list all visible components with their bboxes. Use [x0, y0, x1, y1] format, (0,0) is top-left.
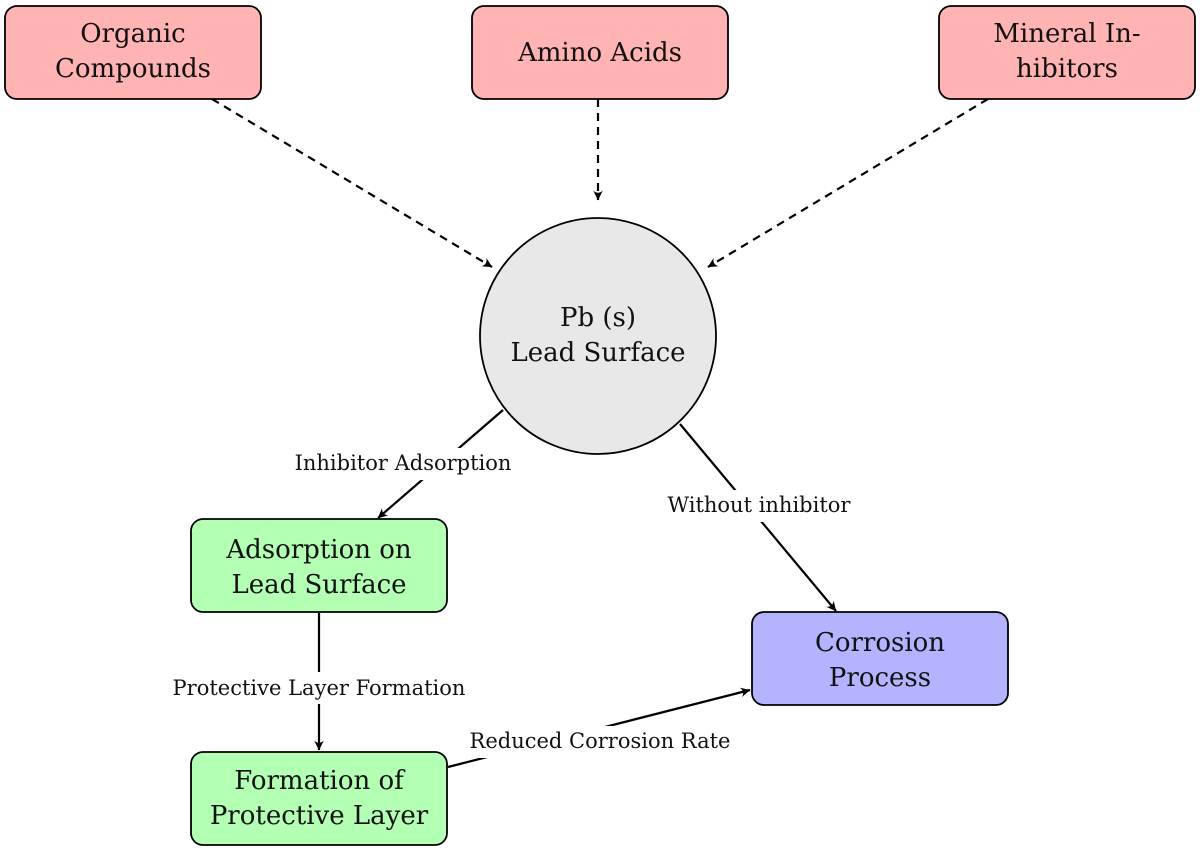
node-amino-label: Amino Acids: [517, 38, 682, 68]
node-mineral-label-line-1: Mineral In-: [993, 19, 1140, 49]
node-organic-label-line-2: Compounds: [55, 54, 211, 84]
node-formation-label-line-1: Formation of: [234, 766, 406, 796]
node-organic-label-line-1: Organic: [80, 19, 186, 49]
node-mineral-inhibitors: Mineral In- hibitors: [938, 5, 1196, 100]
node-mineral-box: [938, 5, 1196, 100]
node-organic-compounds: Organic Compounds: [4, 5, 262, 100]
node-corrosion: Corrosion Process: [751, 611, 1009, 706]
node-corrosion-label-line-1: Corrosion: [815, 628, 945, 658]
node-amino-acids: Amino Acids: [471, 5, 729, 100]
node-adsorption-label-line-1: Adsorption on: [225, 535, 412, 565]
node-lead-surface: Pb (s) Lead Surface: [479, 217, 717, 455]
node-lead-label-line-2: Lead Surface: [510, 338, 685, 368]
edge-label-protective-layer-formation: Protective Layer Formation: [173, 676, 466, 700]
node-amino-box: [471, 5, 729, 100]
node-organic-box: [4, 5, 262, 100]
node-lead-circle: [479, 217, 717, 455]
edge-label-reduced-corrosion-rate: Reduced Corrosion Rate: [470, 729, 731, 753]
edge-label-bg-protective-layer-formation: [144, 672, 494, 704]
edge-mineral-to-lead: [707, 98, 989, 268]
node-corrosion-box: [751, 611, 1009, 706]
edge-label-inhibitor-adsorption: Inhibitor Adsorption: [295, 451, 512, 475]
edge-label-bg-reduced-corrosion-rate: [447, 726, 753, 758]
node-corrosion-label-line-2: Process: [829, 663, 931, 693]
edge-label-without-inhibitor: Without inhibitor: [668, 493, 852, 517]
node-adsorption: Adsorption on Lead Surface: [190, 518, 448, 613]
node-formation: Formation of Protective Layer: [190, 751, 448, 846]
node-adsorption-label-line-2: Lead Surface: [231, 570, 406, 600]
node-formation-box: [190, 751, 448, 846]
edge-label-bg-without-inhibitor: [646, 490, 872, 522]
node-formation-label-line-2: Protective Layer: [210, 801, 429, 831]
edge-organic-to-lead: [211, 98, 493, 268]
node-lead-label-line-1: Pb (s): [560, 303, 636, 333]
node-mineral-label-line-2: hibitors: [1016, 54, 1118, 84]
node-adsorption-box: [190, 518, 448, 613]
edge-label-bg-inhibitor-adsorption: [272, 448, 534, 480]
